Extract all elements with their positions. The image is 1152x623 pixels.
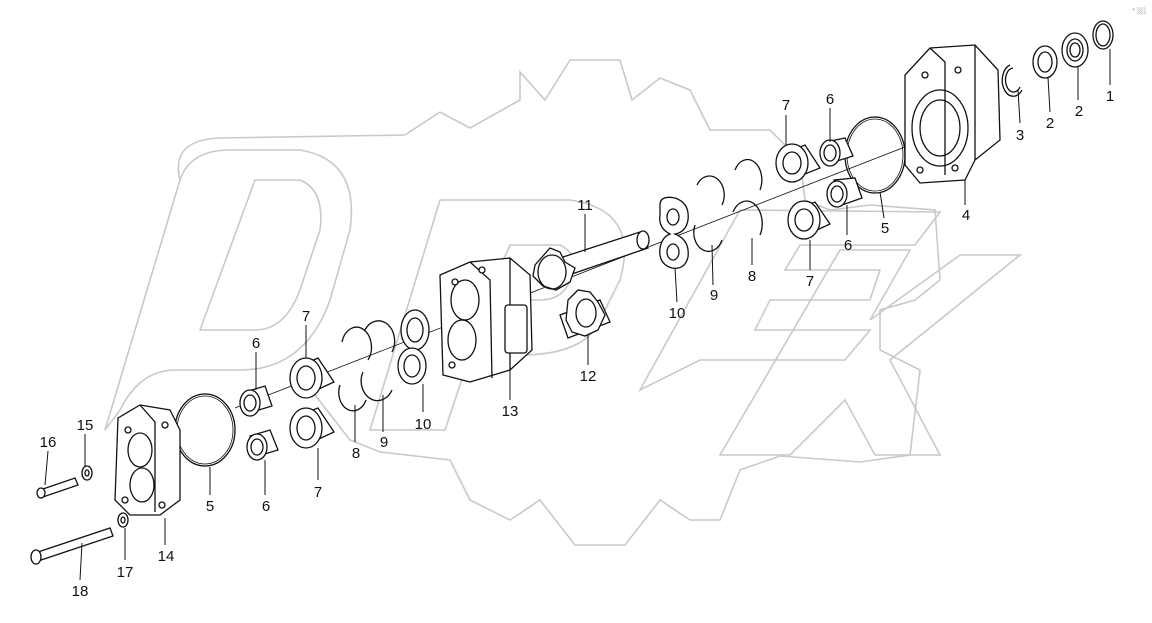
- part-8-seal-ring-lower: [338, 326, 373, 412]
- callout-9-lower: 9: [380, 434, 388, 451]
- callout-2-b: 2: [1046, 115, 1054, 132]
- part-4-front-cover: [904, 44, 1001, 184]
- callout-6-upper-b: 6: [844, 237, 852, 254]
- leader-lines: [44, 49, 1111, 581]
- part-1-circlip: [1092, 20, 1114, 50]
- part-6-needle-bearing-lower-b: [246, 429, 279, 461]
- watermark-gear: [177, 59, 941, 546]
- callout-1: 1: [1106, 88, 1114, 105]
- part-18-long-bolt: [30, 527, 114, 565]
- part-7-bushing-upper-b: [787, 200, 831, 240]
- part-7-bushing-lower-b: [289, 407, 335, 449]
- callout-10-upper: 10: [669, 305, 686, 322]
- callout-15: 15: [77, 417, 94, 434]
- part-10-wear-plate-upper: [659, 196, 689, 269]
- callout-11: 11: [577, 197, 593, 214]
- callout-6-lower-a: 6: [252, 335, 260, 352]
- callout-7-lower-a: 7: [302, 308, 310, 325]
- callout-5-lower: 5: [206, 498, 214, 515]
- callout-12: 12: [580, 368, 597, 385]
- part-6-needle-bearing-upper-a: [819, 137, 854, 167]
- part-14-rear-cover: [114, 404, 181, 516]
- callout-10-lower: 10: [415, 416, 432, 433]
- part-11-drive-gear-shaft: [532, 230, 650, 291]
- part-2-seal-inner: [1032, 45, 1058, 79]
- part-8-seal-ring-upper: [732, 158, 763, 236]
- part-6-needle-bearing-upper-b: [826, 177, 863, 208]
- callout-2-a: 2: [1075, 103, 1083, 120]
- part-10-wear-plate-lower: [397, 309, 430, 385]
- callout-14: 14: [158, 548, 175, 565]
- callout-8-upper: 8: [748, 268, 756, 285]
- callout-17: 17: [117, 564, 134, 581]
- callout-7-upper-b: 7: [806, 273, 814, 290]
- callout-4: 4: [962, 207, 970, 224]
- part-6-needle-bearing-lower-a: [239, 385, 273, 417]
- part-13-pump-body: [439, 257, 533, 383]
- callout-labels: 1 2 2 3 4 5 6 7 6 7 8 9 10 11 12 13 10 9…: [40, 88, 1115, 600]
- part-15-washer: [81, 465, 93, 481]
- part-7-bushing-upper-a: [775, 143, 821, 183]
- part-2-seal-outer: [1061, 32, 1089, 68]
- part-9-backup-ring-lower: [360, 320, 396, 402]
- part-12-driven-gear: [559, 289, 611, 339]
- callout-13: 13: [502, 403, 519, 420]
- callout-6-upper-a: 6: [826, 91, 834, 108]
- part-5-o-ring-lower-inner: [176, 395, 234, 465]
- callout-7-lower-b: 7: [314, 484, 322, 501]
- watermark-opex-text: [104, 149, 1023, 456]
- part-9-backup-ring-upper: [693, 175, 725, 253]
- callout-5-upper: 5: [881, 220, 889, 237]
- part-7-bushing-lower-a: [289, 357, 335, 399]
- part-16-short-bolt: [36, 477, 79, 499]
- callout-16: 16: [40, 434, 57, 451]
- callout-9-upper: 9: [710, 287, 718, 304]
- callout-18: 18: [72, 583, 89, 600]
- callout-6-lower-b: 6: [262, 498, 270, 515]
- callout-8-lower: 8: [352, 445, 360, 462]
- callout-3: 3: [1016, 127, 1024, 144]
- callout-7-upper-a: 7: [782, 97, 790, 114]
- part-5-o-ring-lower: [174, 393, 236, 467]
- corner-mark: ° ░░: [1132, 7, 1147, 15]
- part-17-washer: [117, 512, 129, 528]
- part-3-snap-ring: [1001, 64, 1023, 97]
